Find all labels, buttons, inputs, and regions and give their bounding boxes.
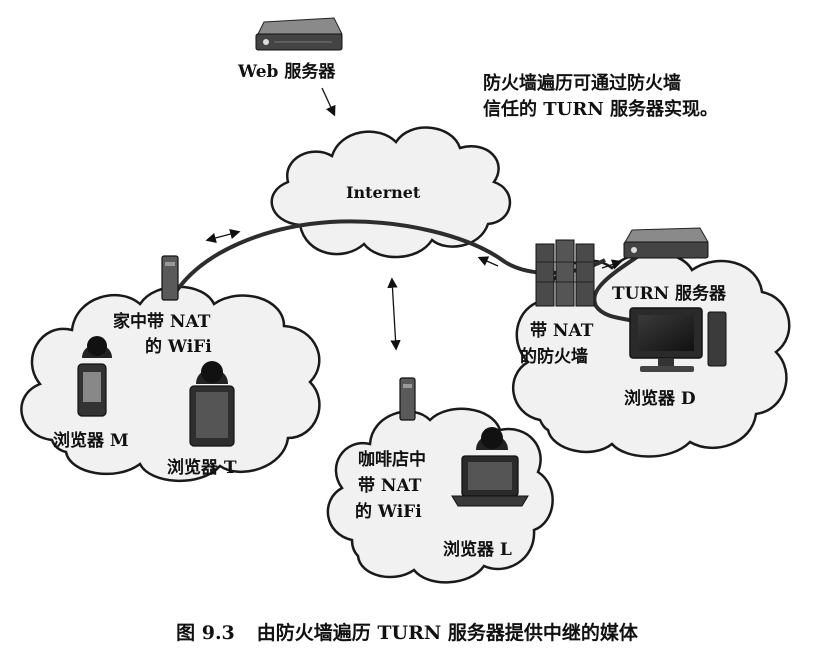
cafe-wifi-cloud xyxy=(326,407,554,584)
internet-label: Internet xyxy=(346,183,421,202)
cafe-wifi-label-line2: 带 NAT xyxy=(358,476,422,496)
firewall-to-turn-arrow xyxy=(601,259,623,270)
cafe-wifi-label-line3: 的 WiFi xyxy=(355,502,422,522)
firewall-label-line2: 的防火墙 xyxy=(520,347,588,367)
home-wifi-cloud xyxy=(20,285,321,483)
turn-server-label: TURN 服务器 xyxy=(612,284,727,304)
figure-caption: 图 9.3 由防火墙遍历 TURN 服务器提供中继的媒体 xyxy=(0,618,814,645)
cafe-wifi-label-line1: 咖啡店中 xyxy=(358,450,426,470)
turn-server-icon xyxy=(623,227,709,259)
firewall-label-line1: 带 NAT xyxy=(530,321,594,341)
internet-to-cafe-arrow xyxy=(387,277,401,351)
web-to-internet-arrow xyxy=(321,87,336,117)
web-server-label: Web 服务器 xyxy=(238,62,336,82)
browser-t-label: 浏览器 T xyxy=(167,458,237,478)
browser-d-device xyxy=(629,307,727,372)
browser-m-device xyxy=(77,336,112,417)
home-router-icon xyxy=(161,255,179,301)
web-server-icon xyxy=(255,17,343,51)
home-to-internet-arrow xyxy=(205,228,241,244)
internet-cloud xyxy=(270,126,511,259)
browser-t-device xyxy=(189,361,235,447)
relay-media-path-turn xyxy=(592,253,642,324)
home-wifi-label-line2: 的 WiFi xyxy=(145,337,212,357)
browser-l-label: 浏览器 L xyxy=(443,540,512,560)
firewall-icon xyxy=(535,239,595,307)
note-text-line2: 信任的 TURN 服务器实现。 xyxy=(483,99,719,120)
home-wifi-label-line1: 家中带 NAT xyxy=(113,312,211,332)
note-text-line1: 防火墙遍历可通过防火墙 xyxy=(483,73,681,94)
cafe-router-icon xyxy=(399,377,416,421)
figure-number: 图 9.3 xyxy=(176,622,235,644)
browser-l-device xyxy=(451,427,529,507)
browser-m-label: 浏览器 M xyxy=(53,431,129,451)
browser-d-label: 浏览器 D xyxy=(624,389,696,409)
internet-to-firewall-arrow xyxy=(477,256,499,267)
figure-caption-text: 由防火墙遍历 TURN 服务器提供中继的媒体 xyxy=(256,622,638,644)
